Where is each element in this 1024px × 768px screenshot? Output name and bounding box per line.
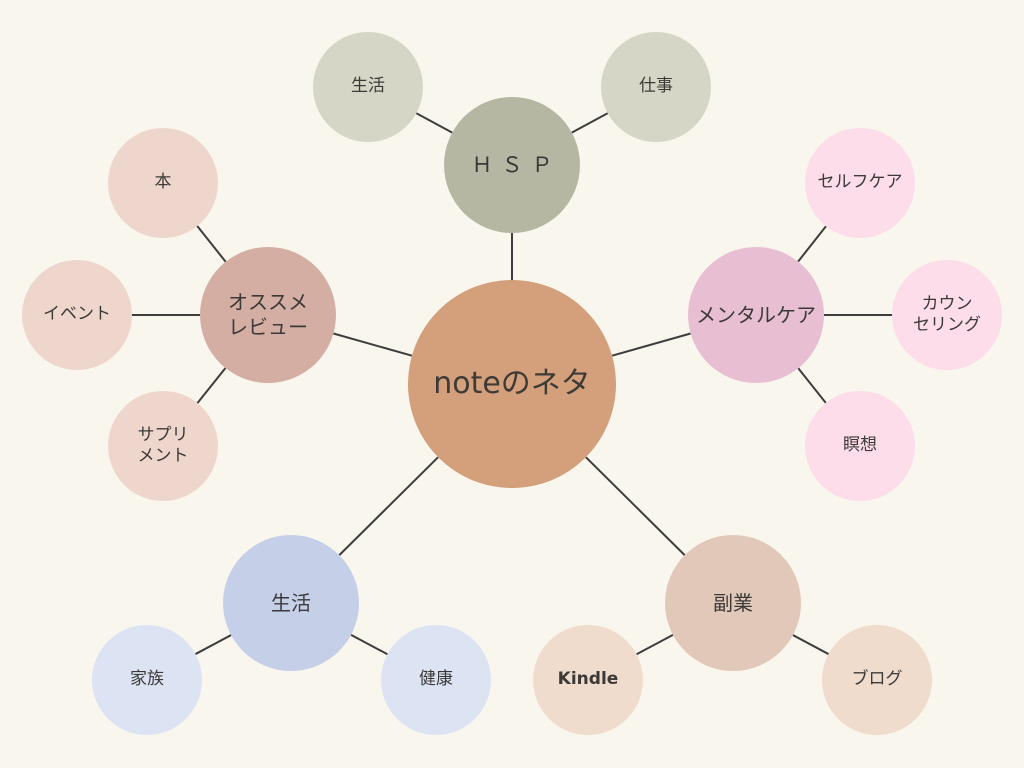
connector-hsp-work <box>571 112 609 134</box>
leaf-blog-node: ブログ <box>822 625 932 735</box>
leaf-health-label: 健康 <box>419 669 453 690</box>
center-topic-node: noteのネタ <box>408 280 616 488</box>
leaf-event-node: イベント <box>22 260 132 370</box>
connector-review-book <box>196 225 227 263</box>
branch-recommend-review-label: オススメ レビュー <box>228 290 308 339</box>
connector-mental-meditation <box>797 367 827 404</box>
leaf-selfcare-node: セルフケア <box>805 128 915 238</box>
leaf-supplement-label: サプリ メント <box>137 424 189 466</box>
leaf-kindle-node: Kindle <box>533 625 643 735</box>
leaf-health-node: 健康 <box>381 625 491 735</box>
connector-center-life <box>338 456 439 556</box>
leaf-family-label: 家族 <box>130 669 164 690</box>
branch-life-label: 生活 <box>271 590 311 615</box>
branch-hsp-node: ＨＳＰ <box>444 97 580 233</box>
branch-mental-care-label: メンタルケア <box>696 302 816 327</box>
leaf-hsp-work-label: 仕事 <box>639 76 673 97</box>
leaf-kindle-label: Kindle <box>557 669 619 690</box>
leaf-book-node: 本 <box>108 128 218 238</box>
leaf-meditation-node: 瞑想 <box>805 391 915 501</box>
connector-side-kindle <box>636 634 674 656</box>
branch-side-job-node: 副業 <box>665 535 801 671</box>
leaf-selfcare-label: セルフケア <box>817 172 903 193</box>
branch-side-job-label: 副業 <box>713 590 753 615</box>
leaf-family-node: 家族 <box>92 625 202 735</box>
connector-mental-selfcare <box>797 225 827 263</box>
branch-mental-care-node: メンタルケア <box>688 247 824 383</box>
leaf-event-label: イベント <box>43 304 111 325</box>
branch-recommend-review-node: オススメ レビュー <box>200 247 336 383</box>
connector-hsp-life <box>415 112 453 134</box>
leaf-counseling-label: カウン セリング <box>913 293 981 335</box>
leaf-hsp-life-node: 生活 <box>313 32 423 142</box>
leaf-meditation-label: 瞑想 <box>843 435 877 456</box>
leaf-supplement-node: サプリ メント <box>108 391 218 501</box>
leaf-hsp-life-label: 生活 <box>351 76 385 97</box>
connector-center-review <box>333 332 413 357</box>
branch-hsp-label: ＨＳＰ <box>471 152 562 177</box>
branch-life-node: 生活 <box>223 535 359 671</box>
leaf-book-label: 本 <box>154 172 172 193</box>
connector-review-supplement <box>196 367 227 404</box>
leaf-blog-label: ブログ <box>851 669 903 690</box>
connector-life-family <box>195 634 232 655</box>
leaf-counseling-node: カウン セリング <box>892 260 1002 370</box>
connector-life-health <box>350 634 388 656</box>
leaf-hsp-work-node: 仕事 <box>601 32 711 142</box>
connector-center-side <box>585 456 686 556</box>
connector-side-blog <box>792 634 829 655</box>
center-topic-label: noteのネタ <box>433 366 591 402</box>
connector-center-mental <box>611 332 691 357</box>
